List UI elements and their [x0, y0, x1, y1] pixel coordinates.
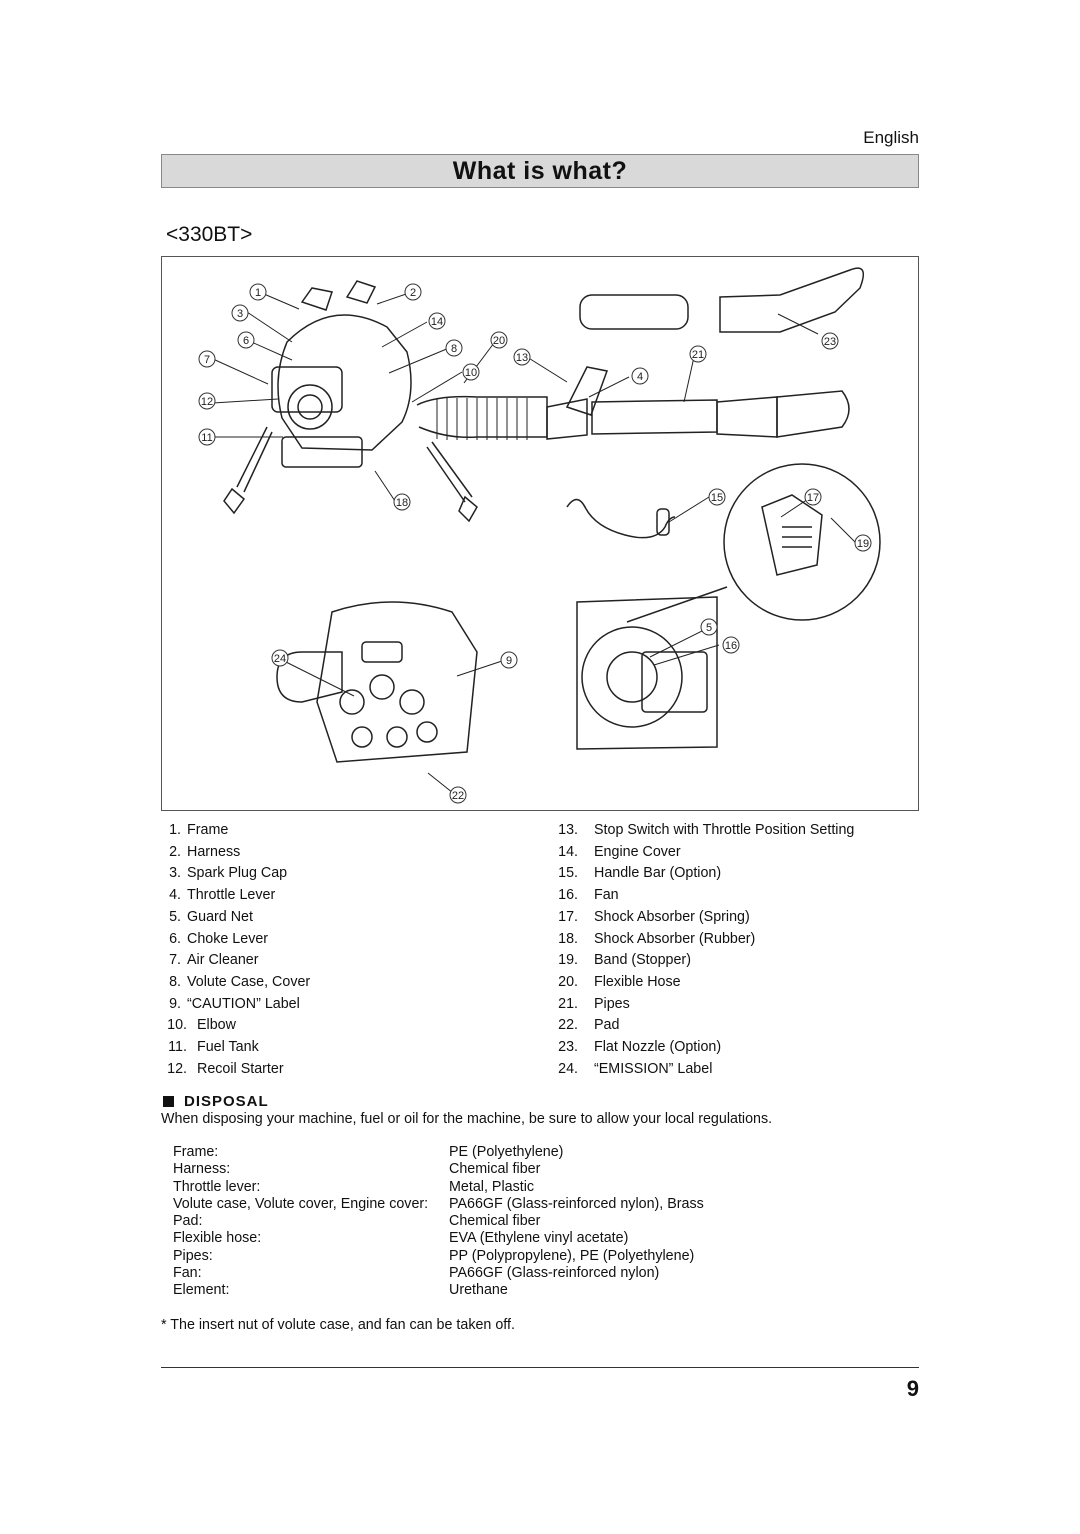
svg-text:3: 3: [237, 308, 243, 320]
svg-text:24: 24: [274, 653, 286, 665]
list-item: 24.“EMISSION” Label: [558, 1060, 713, 1077]
title-bar: What is what?: [161, 154, 919, 188]
disposal-heading: DISPOSAL: [163, 1093, 269, 1110]
callout-21: 21: [689, 345, 707, 363]
callout-10: 10: [462, 363, 480, 381]
callout-3: 3: [231, 304, 249, 322]
callout-labels: 1 2 3 4 5 6 7 8 9 10 11 12 13 14 15 16 1…: [198, 283, 872, 804]
list-item: 13.Stop Switch with Throttle Position Se…: [558, 822, 855, 838]
table-row: Element:Urethane: [173, 1282, 508, 1299]
list-item: 11.Fuel Tank: [168, 1039, 259, 1056]
table-row: Throttle lever:Metal, Plastic: [173, 1178, 535, 1195]
svg-text:16: 16: [725, 640, 737, 652]
callout-4: 4: [631, 367, 649, 385]
callout-20: 20: [490, 331, 508, 349]
list-item: 15.Handle Bar (Option): [558, 865, 722, 882]
list-item: 1.Frame: [169, 822, 229, 838]
callout-16: 16: [722, 636, 740, 654]
page-number: 9: [906, 1376, 919, 1401]
svg-text:18: 18: [396, 497, 408, 509]
list-item: 23.Flat Nozzle (Option): [558, 1039, 722, 1056]
svg-text:7: 7: [204, 354, 210, 366]
parts-diagram: 1 2 3 4 5 6 7 8 9 10 11 12 13 14 15 16 1…: [161, 256, 919, 811]
table-row: Pipes:PP (Polypropylene), PE (Polyethyle…: [173, 1247, 695, 1264]
callout-14: 14: [428, 312, 446, 330]
list-item: 7.Air Cleaner: [169, 952, 259, 969]
table-row: Volute case, Volute cover, Engine cover:…: [173, 1195, 704, 1212]
list-item: 21.Pipes: [558, 995, 630, 1012]
callout-6: 6: [237, 331, 255, 349]
parts-list-right: 13.Stop Switch with Throttle Position Se…: [556, 820, 854, 1080]
callout-11: 11: [198, 428, 216, 446]
svg-text:14: 14: [431, 316, 443, 328]
svg-text:9: 9: [506, 655, 512, 667]
table-row: Harness:Chemical fiber: [173, 1161, 541, 1178]
list-item: 14.Engine Cover: [558, 843, 681, 860]
callout-8: 8: [445, 339, 463, 357]
svg-text:11: 11: [201, 432, 212, 444]
list-item: 19.Band (Stopper): [558, 952, 691, 969]
footnote: * The insert nut of volute case, and fan…: [161, 1317, 515, 1333]
callout-9: 9: [500, 651, 518, 669]
language-label: English: [863, 128, 919, 147]
list-item: 17.Shock Absorber (Spring): [558, 908, 750, 925]
footer-divider: [161, 1367, 919, 1368]
callout-7: 7: [198, 350, 216, 368]
list-item: 2.Harness: [169, 843, 241, 860]
list-item: 5.Guard Net: [169, 908, 253, 925]
callout-18: 18: [393, 493, 411, 511]
list-item: 9.“CAUTION” Label: [169, 995, 300, 1012]
svg-text:1: 1: [255, 287, 261, 299]
svg-text:10: 10: [465, 367, 477, 379]
list-item: 18.Shock Absorber (Rubber): [558, 930, 756, 947]
callout-1: 1: [249, 283, 267, 301]
table-row: Frame:PE (Polyethylene): [173, 1144, 564, 1160]
callout-15: 15: [708, 488, 726, 506]
list-item: 10.Elbow: [167, 1017, 236, 1034]
svg-text:22: 22: [452, 790, 464, 802]
table-row: Flexible hose:EVA (Ethylene vinyl acetat…: [173, 1230, 629, 1247]
list-item: 22.Pad: [558, 1017, 620, 1034]
callout-13: 13: [513, 348, 531, 366]
svg-text:15: 15: [711, 492, 723, 504]
table-row: Pad:Chemical fiber: [173, 1213, 541, 1230]
list-item: 16.Fan: [558, 887, 619, 904]
callout-23: 23: [821, 332, 839, 350]
list-item: 6.Choke Lever: [169, 930, 269, 947]
callout-22: 22: [449, 786, 467, 804]
list-item: 20.Flexible Hose: [558, 973, 681, 990]
blower-illustration: 1 2 3 4 5 6 7 8 9 10 11 12 13 14 15 16 1…: [198, 267, 881, 804]
callout-24: 24: [271, 649, 289, 667]
svg-text:17: 17: [807, 492, 819, 504]
svg-text:5: 5: [706, 622, 712, 634]
svg-text:12: 12: [201, 396, 213, 408]
callout-17: 17: [804, 488, 822, 506]
svg-text:19: 19: [857, 538, 869, 550]
list-item: 4.Throttle Lever: [169, 887, 276, 904]
list-item: 8.Volute Case, Cover: [169, 973, 311, 990]
list-item: 3.Spark Plug Cap: [169, 865, 288, 882]
svg-text:20: 20: [493, 335, 505, 347]
callout-12: 12: [198, 392, 216, 410]
callout-19: 19: [854, 534, 872, 552]
table-row: Fan:PA66GF (Glass-reinforced nylon): [173, 1265, 660, 1282]
svg-text:8: 8: [451, 343, 457, 355]
callout-5: 5: [700, 618, 718, 636]
callout-2: 2: [404, 283, 422, 301]
model-heading: <330BT>: [166, 223, 253, 246]
disposal-intro: When disposing your machine, fuel or oil…: [161, 1111, 773, 1127]
page-title: What is what?: [452, 156, 628, 185]
svg-text:21: 21: [692, 349, 704, 361]
svg-text:6: 6: [243, 335, 249, 347]
list-item: 12.Recoil Starter: [167, 1060, 284, 1077]
square-bullet-icon: [163, 1096, 174, 1107]
svg-text:23: 23: [824, 336, 836, 348]
svg-text:2: 2: [410, 287, 416, 299]
parts-list-left: 1.Frame 2.Harness 3.Spark Plug Cap 4.Thr…: [161, 820, 310, 1080]
svg-text:13: 13: [516, 352, 528, 364]
svg-text:4: 4: [637, 371, 643, 383]
materials-table: Frame:PE (Polyethylene) Harness:Chemical…: [173, 1144, 704, 1300]
